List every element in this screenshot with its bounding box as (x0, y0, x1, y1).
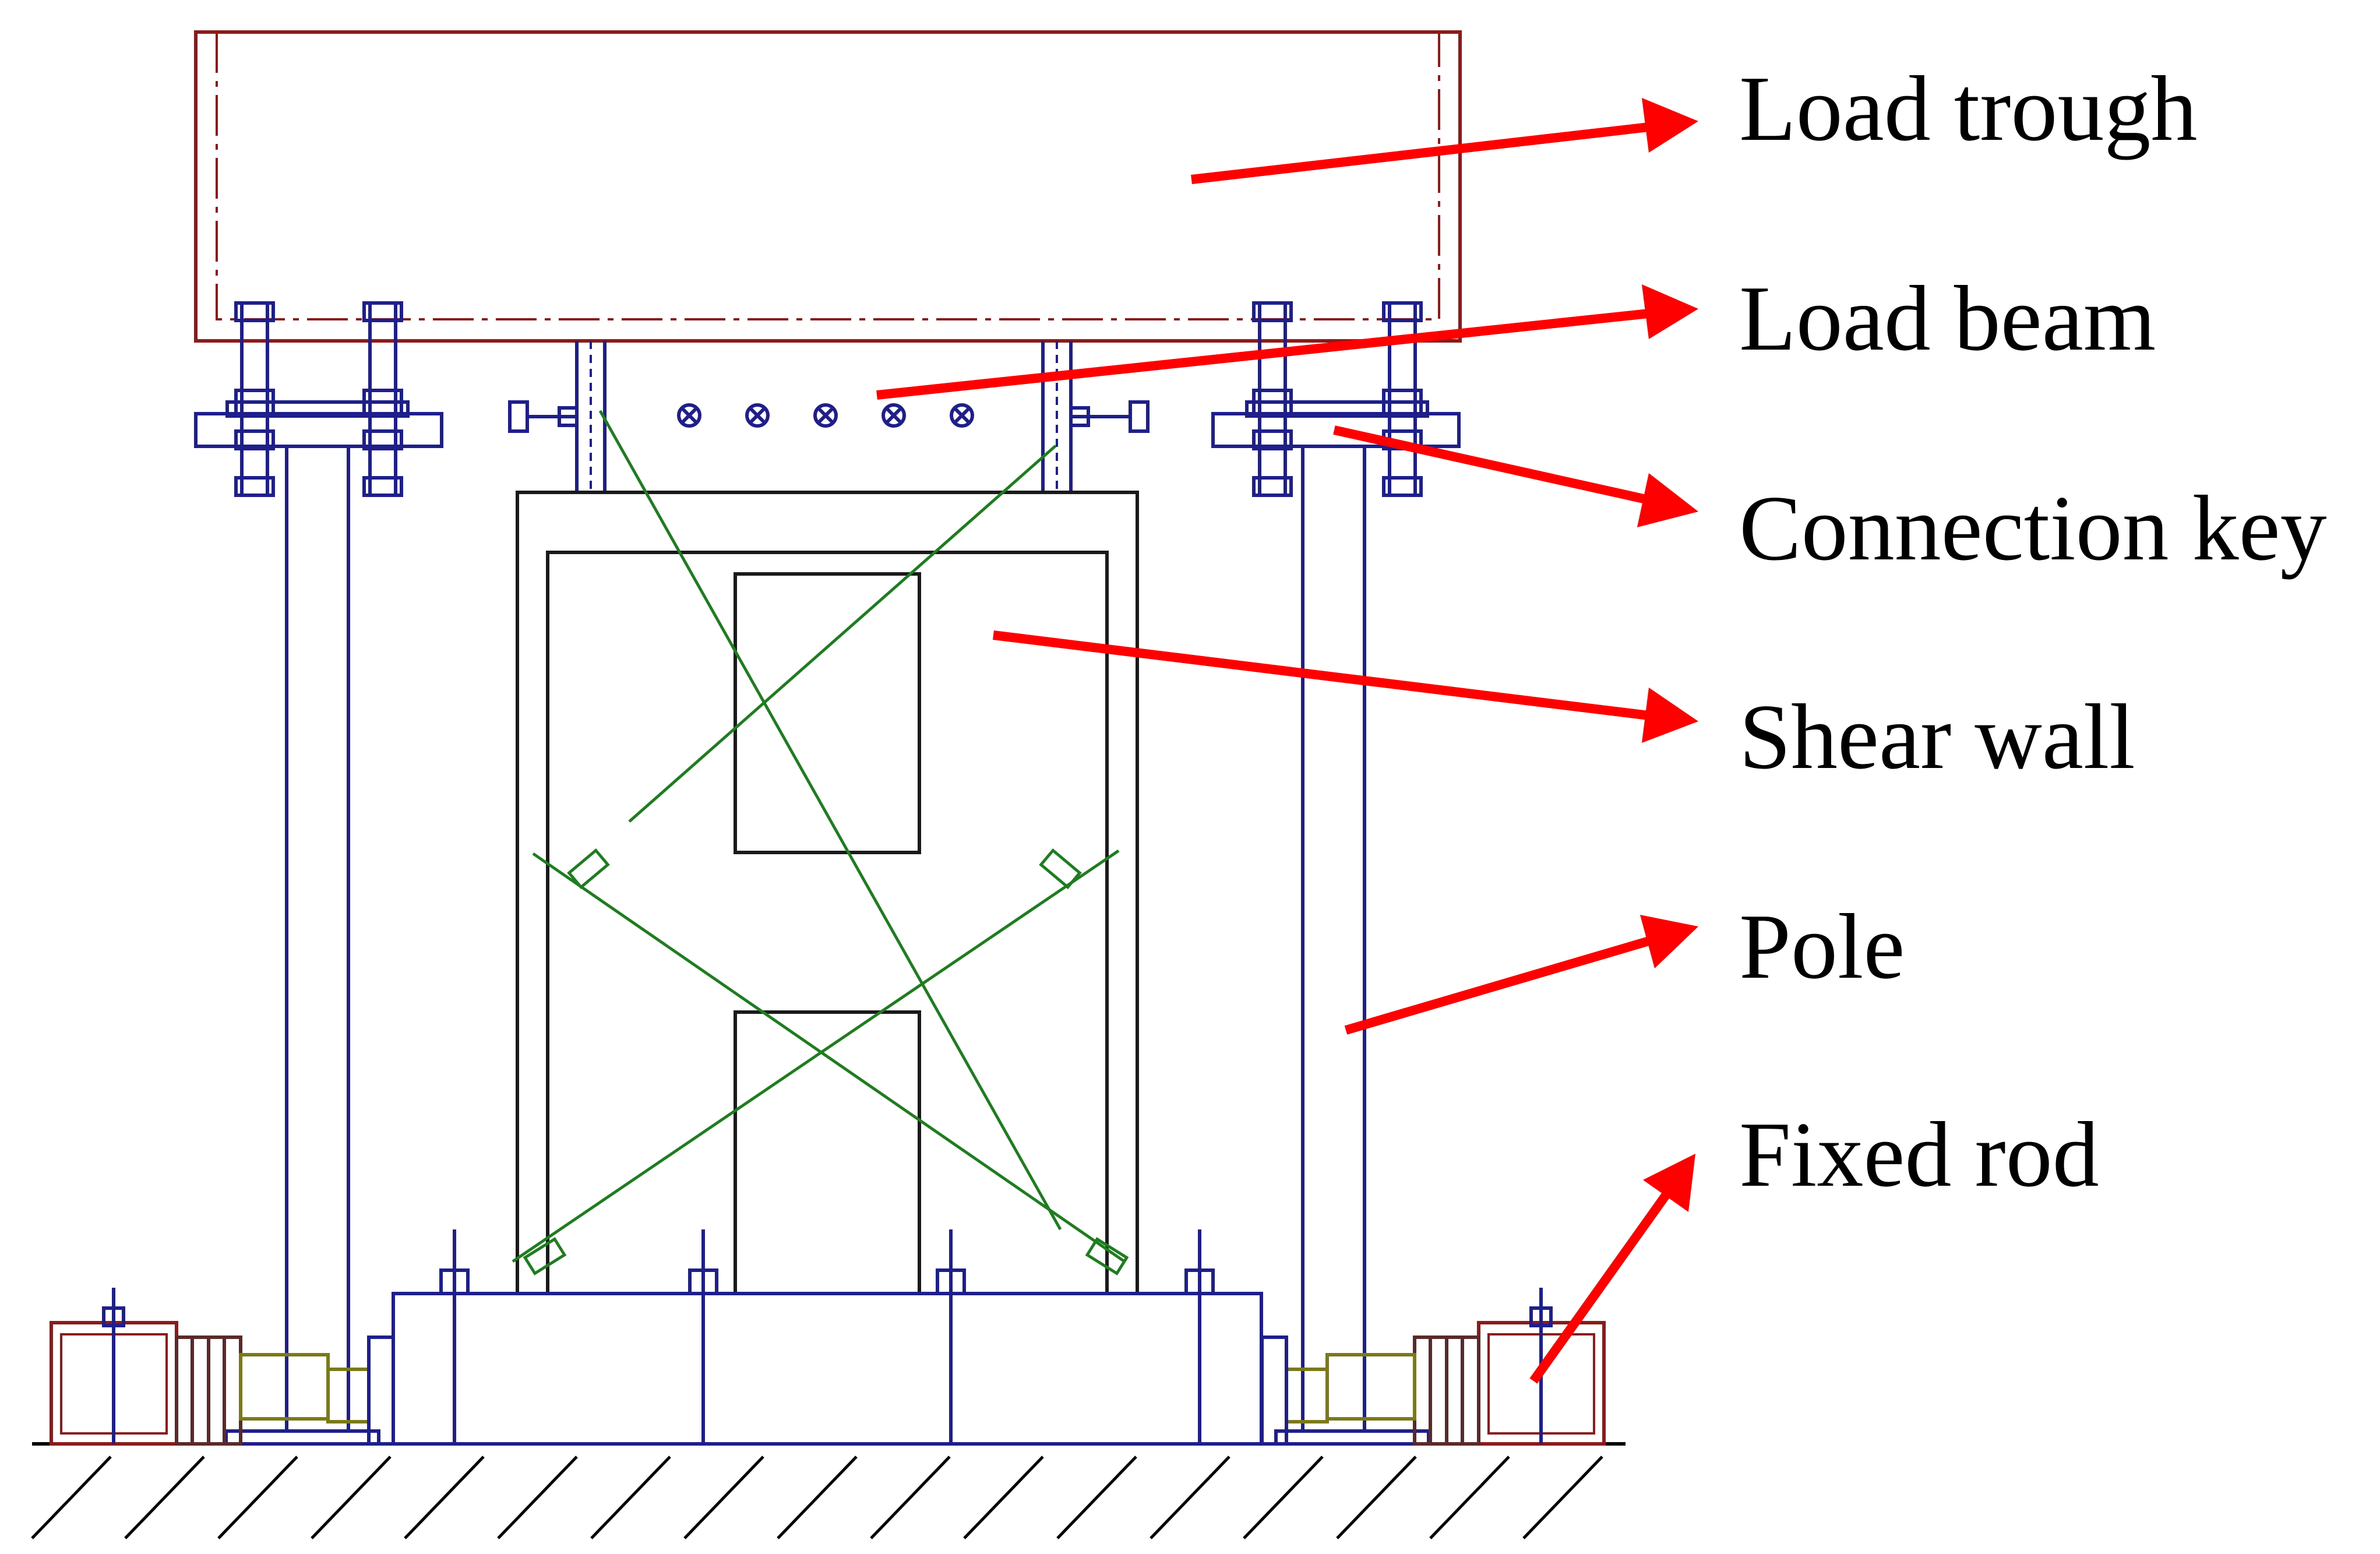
load-beam (508, 341, 1150, 492)
label-pole: Pole (1739, 894, 1905, 998)
labels: Load trough Load beam Connection key She… (1739, 57, 2327, 1206)
label-connection-key: Connection key (1739, 476, 2327, 580)
load-trough-outer (194, 30, 1462, 343)
arrow-connection-key (1333, 425, 1698, 527)
ground (31, 1442, 1626, 1539)
label-load-trough: Load trough (1739, 57, 2197, 160)
fixed-rod-left (50, 1288, 395, 1446)
arrow-shear-wall (993, 630, 1698, 743)
pole-right (1301, 446, 1366, 1430)
label-load-beam: Load beam (1739, 266, 2156, 370)
load-beam-bolt-holes (677, 403, 974, 428)
label-shear-wall: Shear wall (1739, 685, 2135, 788)
load-trough-inner-dashdot (216, 32, 1440, 320)
label-fixed-rod: Fixed rod (1739, 1102, 2099, 1206)
shear-wall-opening-lower (734, 1010, 921, 1295)
arrow-fixed-rod (1529, 1154, 1695, 1384)
cross-braces (512, 410, 1129, 1275)
shear-wall-outer (516, 491, 1139, 1295)
load-trough (194, 30, 1462, 343)
fixed-rod-right (1260, 1288, 1606, 1446)
arrow-load-trough (1191, 98, 1698, 184)
base-beam (224, 1229, 1430, 1446)
connection-key-right (1211, 301, 1461, 497)
arrows (876, 98, 1698, 1384)
ground-hatch (31, 1456, 1603, 1539)
connection-key-left (194, 301, 443, 497)
arrow-pole (1344, 915, 1698, 1035)
arrow-load-beam (876, 284, 1698, 400)
pole-left (285, 446, 350, 1430)
shear-wall-opening-upper (734, 572, 921, 854)
shear-wall (516, 491, 1139, 1295)
